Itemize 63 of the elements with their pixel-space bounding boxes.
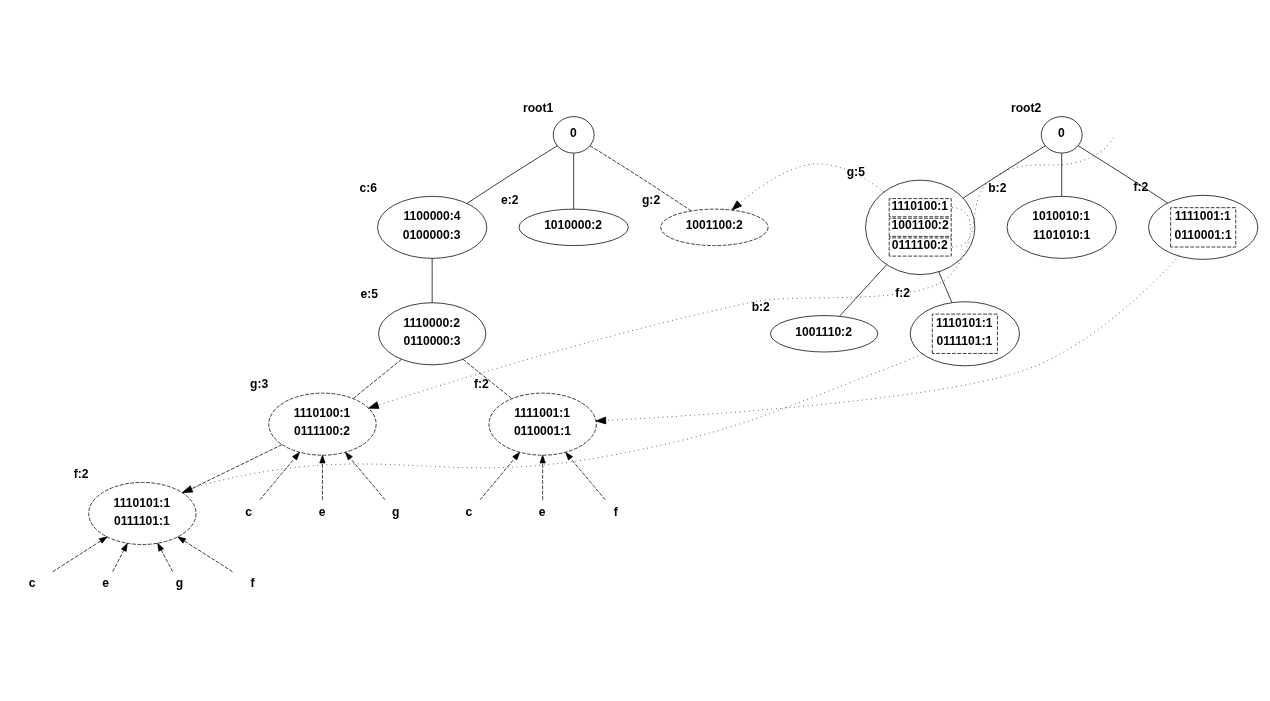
node-ellipse: 0 <box>1040 115 1083 153</box>
node-label: g:3 <box>250 376 269 391</box>
node-text: c <box>465 504 473 519</box>
connector <box>938 270 953 303</box>
connector <box>182 443 283 493</box>
node-label: root1 <box>522 100 554 115</box>
node-label: f:2 <box>1133 179 1149 194</box>
arrow <box>319 454 326 500</box>
connector <box>573 152 575 209</box>
node-ellipse: 1001110:2 <box>770 314 879 352</box>
node-ellipse: 1111001:1 0110001:1 <box>488 392 597 456</box>
node-ellipse: 1110100:1 0111100:2 <box>268 392 377 456</box>
arrow <box>479 451 520 500</box>
arrow <box>157 542 173 572</box>
node-text: c <box>28 575 36 590</box>
node-label: root2 <box>1011 100 1042 115</box>
connector <box>839 263 887 317</box>
arrow <box>112 542 128 572</box>
node-label: e:5 <box>360 286 378 301</box>
connector <box>1061 152 1063 197</box>
connector <box>462 358 513 399</box>
arrow <box>182 353 923 493</box>
node-label: g:5 <box>846 164 865 179</box>
node-ellipse: 1110000:2 0110000:3 <box>378 301 487 365</box>
node-ellipse: 1110100:1 1001100:2 0111100:2 <box>865 179 976 275</box>
connector <box>589 144 692 211</box>
node-label: b:2 <box>988 180 1007 195</box>
node-text: g <box>392 504 400 519</box>
node-label: e:2 <box>500 192 519 207</box>
arrow <box>539 454 546 500</box>
connector <box>466 144 558 204</box>
connector <box>352 358 402 399</box>
node-ellipse: 1001100:2 <box>660 208 769 246</box>
arrow <box>731 163 885 210</box>
connector <box>431 257 433 303</box>
node-text: e <box>102 575 109 590</box>
node-ellipse: 1110101:1 0111101:1 <box>909 300 1020 366</box>
arrow <box>259 451 300 500</box>
node-text: g <box>175 575 184 590</box>
node-label: f:2 <box>895 285 910 300</box>
arrow <box>345 451 386 500</box>
node-label: f:2 <box>474 376 489 391</box>
connector <box>962 144 1046 198</box>
arrow <box>52 536 108 572</box>
node-label: g:2 <box>641 192 661 207</box>
node-ellipse: 0 <box>552 115 595 153</box>
node-label: c:6 <box>359 180 377 195</box>
connector <box>1077 144 1168 203</box>
arrow <box>177 536 233 572</box>
node-ellipse: 1111001:1 0110001:1 <box>1148 194 1259 260</box>
arrow <box>565 451 606 500</box>
arrow <box>368 206 971 409</box>
node-label: f:2 <box>73 466 89 481</box>
node-text: c <box>245 504 253 519</box>
node-label: b:2 <box>751 299 770 314</box>
node-text: f <box>613 504 618 519</box>
node-ellipse: 1100000:4 0100000:3 <box>377 195 488 259</box>
arrow <box>595 255 1180 424</box>
node-text: e <box>538 504 546 519</box>
node-text: e <box>318 504 326 519</box>
node-ellipse: 1010000:2 <box>518 208 629 246</box>
node-text: f <box>250 575 255 590</box>
node-ellipse: 1010010:1 1101010:1 <box>1006 195 1117 259</box>
